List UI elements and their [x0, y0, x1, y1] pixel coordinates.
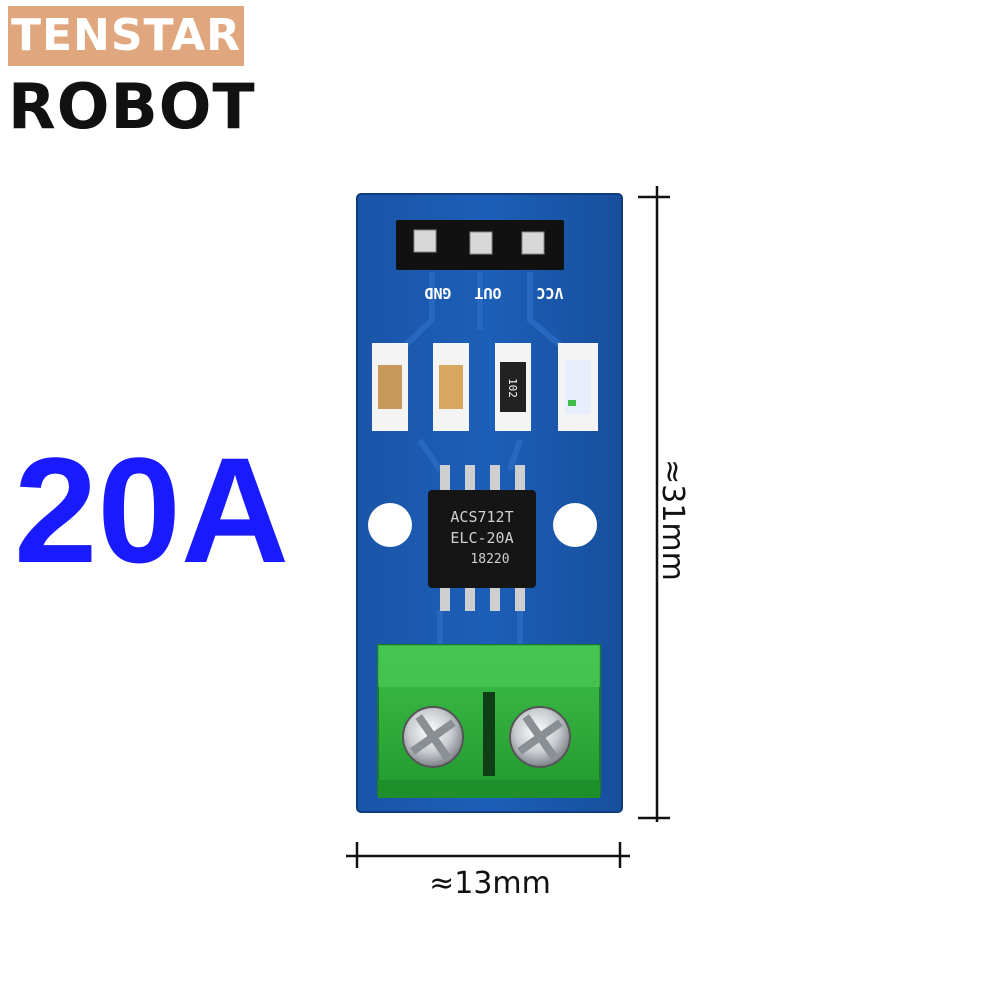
width-dimension-label: ≈13mm	[429, 866, 551, 901]
pcb-traces	[397, 272, 562, 650]
dimension-width-line	[346, 842, 630, 868]
capacitor-2	[433, 343, 469, 431]
pin-gnd	[413, 229, 437, 253]
mounting-hole-left	[368, 503, 412, 547]
height-dimension-label: ≈31mm	[655, 459, 690, 581]
pin-label-vcc: VCC	[536, 284, 563, 302]
resistor-code: 102	[506, 378, 519, 398]
chip-marking-3: 18220	[470, 552, 509, 567]
resistor: 102	[495, 343, 531, 431]
current-rating-label: 20A	[14, 426, 290, 594]
pin-label-gnd: GND	[424, 284, 451, 302]
dimension-height-line	[638, 186, 670, 822]
chip-marking-2: ELC-20A	[450, 529, 513, 547]
pin-label-out: OUT	[474, 284, 501, 302]
power-led	[558, 343, 598, 431]
pin-vcc	[521, 231, 545, 255]
capacitor-1	[372, 343, 408, 431]
pin-out	[469, 231, 493, 255]
chip-marking-1: ACS712T	[450, 508, 513, 526]
screw-right	[509, 706, 571, 768]
brand-logo-robot: ROBOT	[8, 70, 256, 143]
brand-logo-tenstar: TENSTAR	[8, 6, 244, 66]
acs712-chip: ACS712T ELC-20A 18220	[428, 465, 536, 611]
screw-left	[402, 706, 464, 768]
screw-terminal	[377, 644, 601, 798]
mounting-hole-right	[553, 503, 597, 547]
